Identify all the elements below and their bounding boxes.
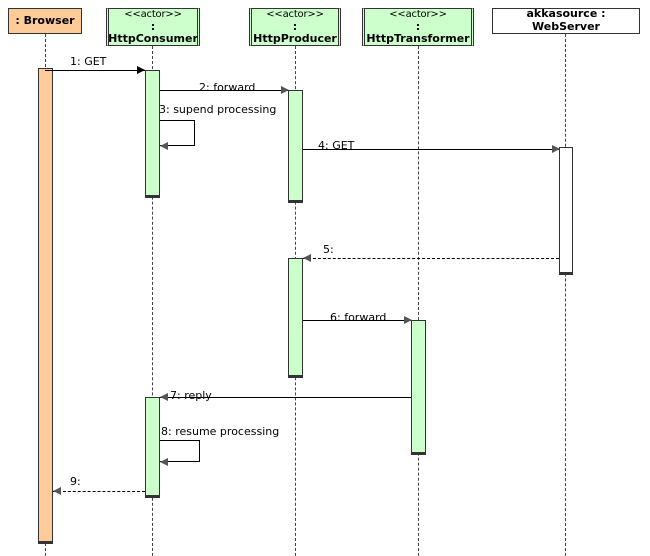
message-4-label: 4: GET — [318, 139, 355, 152]
participant-httpconsumer-stereotype: <<actor>> — [124, 9, 182, 21]
message-3-self-loop — [160, 120, 195, 146]
message-8-label: 8: resume processing — [161, 425, 280, 438]
message-7-label: 7: reply — [170, 389, 212, 402]
lifeline-webserver — [565, 34, 566, 556]
message-4-line — [303, 149, 559, 150]
message-5-label: 5: — [323, 243, 334, 256]
participant-browser-label: : Browser — [15, 13, 75, 27]
activation-httpproducer-2 — [288, 258, 303, 378]
activation-browser — [38, 68, 53, 544]
activation-httptransformer-1 — [411, 320, 426, 455]
message-9-arrowhead — [53, 487, 61, 495]
participant-httpproducer-stereotype: <<actor>> — [266, 9, 324, 21]
message-9-label: 9: — [70, 475, 81, 488]
participant-httpproducer-label: : HttpProducer — [253, 19, 337, 46]
participant-httpconsumer[interactable]: <<actor>> : HttpConsumer — [106, 8, 200, 46]
participant-webserver-label: akkasource : WebServer — [526, 7, 606, 33]
message-8-arrowhead — [160, 458, 168, 466]
participant-httptransformer-stereotype: <<actor>> — [389, 9, 447, 21]
message-2-label: 2: forward — [199, 81, 256, 94]
message-1-line — [45, 70, 145, 71]
message-3-label: 3: supend processing — [159, 103, 277, 116]
message-9-line — [53, 491, 145, 492]
message-4-arrowhead — [552, 145, 560, 153]
participant-httptransformer[interactable]: <<actor>> : HttpTransformer — [362, 8, 474, 46]
lifeline-httpconsumer — [152, 46, 153, 556]
activation-httpconsumer-1 — [145, 70, 160, 198]
activation-httpproducer-1 — [288, 90, 303, 203]
message-8-self-loop — [160, 440, 200, 462]
message-3-arrowhead — [160, 142, 168, 150]
activation-webserver-1 — [559, 147, 573, 275]
message-1-arrowhead — [137, 66, 145, 74]
message-2-arrowhead — [281, 86, 289, 94]
message-1-label: 1: GET — [70, 55, 107, 68]
participant-webserver[interactable]: akkasource : WebServer — [492, 7, 640, 34]
message-7-line — [160, 397, 411, 398]
participant-httptransformer-label: : HttpTransformer — [366, 19, 470, 46]
message-2-line — [160, 90, 288, 91]
participant-browser[interactable]: : Browser — [8, 8, 82, 34]
message-6-label: 6: forward — [330, 311, 387, 324]
message-7-arrowhead — [160, 393, 168, 401]
message-5-line — [303, 258, 559, 259]
activation-httpconsumer-2 — [145, 397, 160, 498]
lifeline-httptransformer — [418, 46, 419, 556]
message-6-arrowhead — [404, 316, 412, 324]
message-6-line — [303, 320, 411, 321]
message-5-arrowhead — [303, 254, 311, 262]
participant-httpproducer[interactable]: <<actor>> : HttpProducer — [249, 8, 341, 46]
participant-httpconsumer-label: : HttpConsumer — [108, 19, 198, 46]
